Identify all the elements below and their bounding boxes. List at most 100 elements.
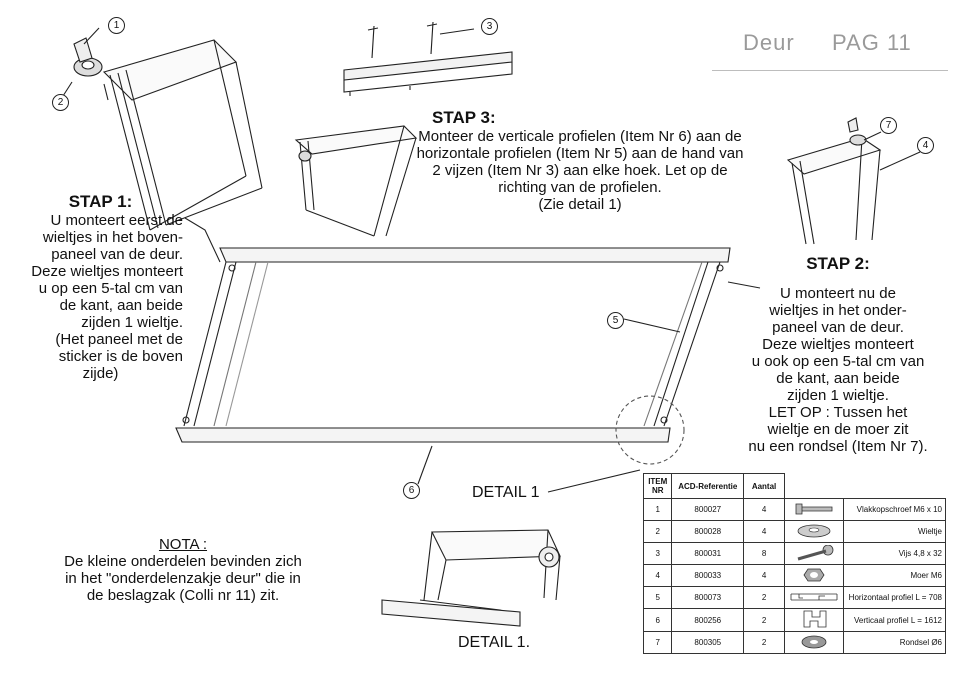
nota-line: in het "onderdelenzakje deur" die in (65, 570, 301, 587)
step1-line: zijde) (82, 365, 119, 382)
desc-cell: Rondsel Ø6 (843, 631, 946, 654)
desc-cell: Verticaal profiel L = 1612 (843, 608, 946, 632)
page-number: PAG 11 (832, 30, 912, 55)
nota-title: NOTA : (158, 536, 208, 553)
qty-cell: 4 (743, 564, 786, 587)
table-row: 2 800028 4 Wieltje (642, 520, 946, 543)
step1-line: paneel van de deur. (51, 246, 183, 263)
qty-cell: 2 (743, 631, 786, 654)
ref-cell: 800305 (671, 631, 745, 654)
table-row: 1 800027 4 Vlakkopschroef M6 x 10 (642, 498, 946, 521)
step2-line: paneel van de deur. (772, 319, 904, 336)
column-spacer (785, 474, 844, 499)
header-divider (712, 70, 948, 71)
step3-line: richting van de profielen. (498, 179, 662, 196)
desc-cell: Vlakkopschroef M6 x 10 (843, 498, 946, 521)
header-title: Deur (743, 30, 795, 55)
table-row: 3 800031 8 Vijs 4,8 x 32 (642, 542, 946, 565)
column-header: ACD-Referentie (671, 473, 745, 499)
ref-cell: 800033 (671, 564, 745, 587)
parts-table: ITEM NR ACD-Referentie Aantal 1 800027 4… (642, 473, 946, 654)
step1-line: sticker is de boven (58, 348, 183, 365)
top-left-profile-detail (62, 27, 263, 231)
step1-line: Deze wieltjes monteert (31, 263, 183, 280)
ref-cell: 800028 (671, 520, 745, 543)
ref-cell: 800256 (671, 608, 745, 632)
qty-cell: 8 (743, 542, 786, 565)
item-cell: 7 (642, 631, 673, 654)
step1-line: wieltjes in het boven- (42, 229, 183, 246)
table-row: 6 800256 2 Verticaal profiel L = 1612 (642, 608, 946, 632)
nota-line: de beslagzak (Colli nr 11) zit. (86, 587, 280, 604)
step2-line: wieltje en de moer zit (767, 421, 909, 438)
step1-line: zijden 1 wieltje. (81, 314, 183, 331)
wheel-icon (784, 520, 845, 543)
callout-7: 7 (880, 117, 897, 134)
column-header: Aantal (743, 473, 786, 499)
step1-block: STAP 1: U monteert eerst de wieltjes in … (18, 192, 183, 382)
step3-title: STAP 3: (432, 108, 496, 127)
step1-line: u op een 5-tal cm van (38, 280, 183, 297)
step1-line: U monteert eerst de (50, 212, 183, 229)
step2-line: de kant, aan beide (776, 370, 900, 387)
item-cell: 5 (642, 586, 673, 609)
top-profile-detail (343, 21, 513, 96)
step2-line: Deze wieltjes monteert (762, 336, 914, 353)
callout-3: 3 (481, 18, 498, 35)
step1-line: de kant, aan beide (59, 297, 183, 314)
desc-cell: Moer M6 (843, 564, 946, 587)
flat-head-screw-icon (784, 498, 845, 521)
middle-profile-detail (294, 125, 418, 237)
item-cell: 2 (642, 520, 673, 543)
step2-line: LET OP : Tussen het (768, 404, 908, 421)
step2-title: STAP 2: (806, 254, 870, 273)
horizontal-profile-icon (784, 586, 845, 609)
qty-cell: 2 (743, 586, 786, 609)
qty-cell: 2 (743, 608, 786, 632)
callout-2: 2 (52, 94, 69, 111)
callout-5: 5 (607, 312, 624, 329)
nota-line: De kleine onderdelen bevinden zich (64, 553, 302, 570)
step2-line: zijden 1 wieltje. (787, 387, 889, 404)
step1-title: STAP 1: (68, 192, 133, 211)
ref-cell: 800073 (671, 586, 745, 609)
step3-line: horizontale profielen (Item Nr 5) aan de… (416, 145, 744, 162)
desc-cell: Wieltje (843, 520, 946, 543)
detail-drawing (381, 529, 561, 627)
item-cell: 3 (642, 542, 673, 565)
item-cell: 4 (642, 564, 673, 587)
step2-line: nu een rondsel (Item Nr 7). (748, 438, 928, 455)
qty-cell: 4 (743, 498, 786, 521)
door-frame (175, 247, 731, 443)
nut-icon (784, 564, 845, 587)
step3-line: Monteer de verticale profielen (Item Nr … (418, 128, 742, 145)
nota-block: NOTA : De kleine onderdelen bevinden zic… (40, 536, 326, 604)
step3-line: (Zie detail 1) (538, 196, 622, 213)
ref-cell: 800027 (671, 498, 745, 521)
column-spacer (844, 474, 946, 499)
step2-line: U monteert nu de (780, 285, 896, 302)
table-row: 7 800305 2 Rondsel Ø6 (642, 631, 946, 654)
detail-label: DETAIL 1. (458, 634, 531, 651)
washer-icon (784, 631, 845, 654)
step2-line: wieltjes in het onder- (769, 302, 907, 319)
column-header: ITEM NR (642, 473, 673, 499)
step3-block: STAP 3: Monteer de verticale profielen (… (398, 108, 762, 213)
ref-cell: 800031 (671, 542, 745, 565)
item-cell: 6 (642, 608, 673, 632)
step2-block: STAP 2: U monteert nu de wieltjes in het… (724, 254, 952, 455)
callout-1: 1 (108, 17, 125, 34)
table-row: 5 800073 2 Horizontaal profiel L = 708 (642, 586, 946, 609)
desc-cell: Vijs 4,8 x 32 (843, 542, 946, 565)
step1-line: (Het paneel met de (55, 331, 183, 348)
callout-6: 6 (403, 482, 420, 499)
step2-line: u ook op een 5-tal cm van (751, 353, 925, 370)
item-cell: 1 (642, 498, 673, 521)
screw-icon (784, 542, 845, 565)
desc-cell: Horizontaal profiel L = 708 (843, 586, 946, 609)
detail-label: DETAIL 1 (472, 484, 540, 501)
qty-cell: 4 (743, 520, 786, 543)
step3-line: 2 vijzen (Item Nr 3) aan elke hoek. Let … (432, 162, 728, 179)
callout-4: 4 (917, 137, 934, 154)
